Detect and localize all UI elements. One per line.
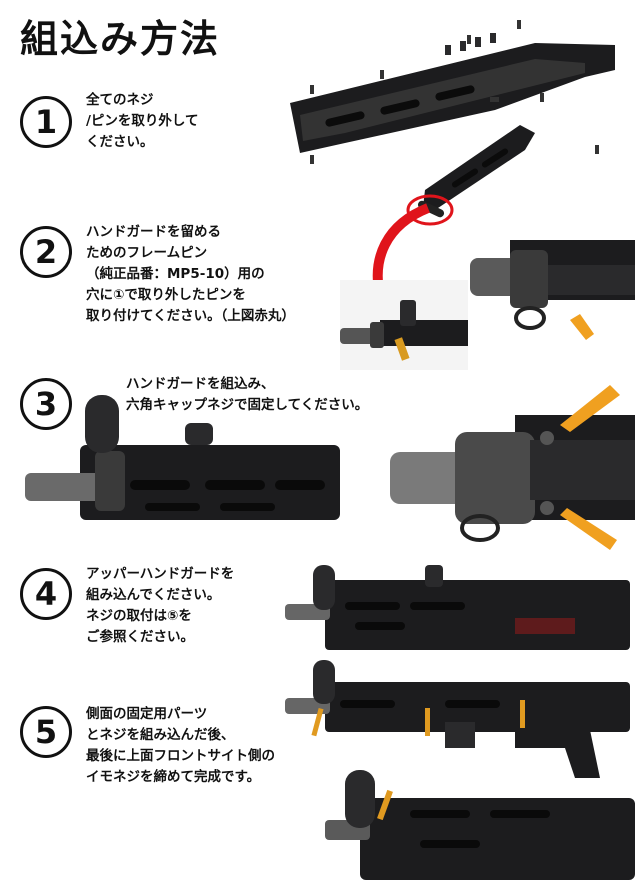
pin-installed-photo	[340, 280, 468, 370]
side-parts-photo	[285, 660, 630, 778]
step-4-text: アッパーハンドガードを 組み込んでください。 ネジの取付は⑤を ご参照ください。	[86, 566, 235, 645]
step-5-number: 5	[20, 706, 72, 758]
handguard-exploded-photo	[290, 20, 615, 226]
step-4-number: 4	[20, 568, 72, 620]
step-2-text: ハンドガードを留める ためのフレームピン （純正品番：MP5-10）用の 穴に①…	[86, 224, 295, 324]
upper-handguard-photo	[285, 565, 630, 650]
hex-screw-closeup-photo	[390, 385, 635, 550]
handguard-assembled-photo	[25, 395, 340, 520]
step-5-text: 側面の固定用パーツ とネジを組み込んだ後、 最後に上面フロントサイト側の イモネ…	[86, 706, 275, 785]
step-1-text: 全てのネジ /ピンを取り外して ください。	[86, 92, 199, 150]
step-3-number: 3	[20, 378, 72, 430]
frame-pin-closeup-photo	[470, 240, 635, 340]
step-3-text: ハンドガードを組込み、 六角キャップネジで固定してください。	[126, 376, 369, 413]
front-sight-setscrew-photo	[325, 770, 635, 880]
step-1-number: 1	[20, 96, 72, 148]
page-title: 組込み方法	[20, 17, 221, 61]
step-2-number: 2	[20, 226, 72, 278]
